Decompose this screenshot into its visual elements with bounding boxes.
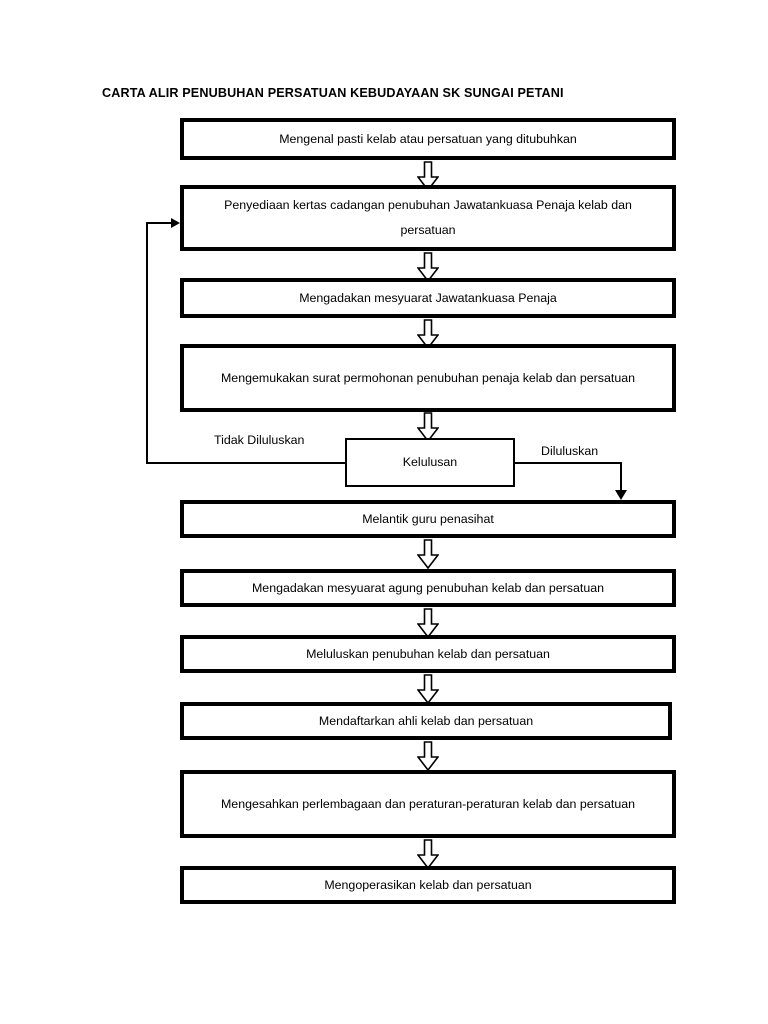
- flow-node-label: Mengoperasikan kelab dan persatuan: [324, 877, 532, 892]
- block-arrow-down-icon: [417, 608, 439, 638]
- block-arrow-down-icon: [417, 839, 439, 869]
- flow-node-operate-club[interactable]: Mengoperasikan kelab dan persatuan: [180, 866, 676, 904]
- flow-node-general-assembly[interactable]: Mengadakan mesyuarat agung penubuhan kel…: [180, 569, 676, 607]
- flow-node-approval-decision[interactable]: Kelulusan: [345, 438, 515, 487]
- flow-node-appoint-teacher-advisor[interactable]: Melantik guru penasihat: [180, 500, 676, 538]
- arrowhead-right-icon: [171, 218, 180, 228]
- page-title: CARTA ALIR PENUBUHAN PERSATUAN KEBUDAYAA…: [102, 86, 564, 100]
- edge-approved-vertical: [620, 462, 622, 493]
- flow-node-label: Kelulusan: [402, 455, 458, 469]
- flow-node-prepare-proposal-paper[interactable]: Penyediaan kertas cadangan penubuhan Jaw…: [180, 185, 676, 251]
- flow-node-ratify-constitution[interactable]: Mengesahkan perlembagaan dan peraturan-p…: [180, 770, 676, 838]
- flow-node-identify-club[interactable]: Mengenal pasti kelab atau persatuan yang…: [180, 118, 676, 160]
- flow-node-label: Mengemukakan surat permohonan penubuhan …: [220, 370, 635, 385]
- block-arrow-down-icon: [417, 741, 439, 771]
- flow-node-label: Meluluskan penubuhan kelab dan persatuan: [306, 646, 550, 661]
- branch-label-rejected: Tidak Diluluskan: [214, 433, 305, 447]
- flow-node-label: Mendaftarkan ahli kelab dan persatuan: [318, 713, 534, 728]
- flow-node-label: Mengadakan mesyuarat agung penubuhan kel…: [251, 580, 605, 595]
- flow-node-register-members[interactable]: Mendaftarkan ahli kelab dan persatuan: [180, 702, 672, 740]
- branch-label-approved: Diluluskan: [541, 444, 599, 458]
- flow-node-submit-application-letter[interactable]: Mengemukakan surat permohonan penubuhan …: [180, 344, 676, 412]
- block-arrow-down-icon: [417, 674, 439, 704]
- flow-node-label: Mengesahkan perlembagaan dan peraturan-p…: [220, 796, 635, 811]
- block-arrow-down-icon: [417, 319, 439, 349]
- block-arrow-down-icon: [417, 161, 439, 191]
- edge-rejected-horizontal: [146, 462, 345, 464]
- flow-node-label: Melantik guru penasihat: [362, 511, 494, 526]
- flow-node-label: Mengenal pasti kelab atau persatuan yang…: [279, 131, 577, 146]
- flow-node-label: Penyediaan kertas cadangan penubuhan Jaw…: [224, 198, 632, 237]
- flow-node-approve-establishment[interactable]: Meluluskan penubuhan kelab dan persatuan: [180, 635, 676, 673]
- arrowhead-down-icon: [615, 490, 627, 500]
- block-arrow-down-icon: [417, 539, 439, 569]
- edge-approved-horizontal: [515, 462, 622, 464]
- flow-node-committee-meeting[interactable]: Mengadakan mesyuarat Jawatankuasa Penaja: [180, 278, 676, 318]
- edge-rejected-vertical: [146, 222, 148, 464]
- block-arrow-down-icon: [417, 412, 439, 442]
- edge-rejected-return: [146, 222, 173, 224]
- block-arrow-down-icon: [417, 252, 439, 282]
- flow-node-label: Mengadakan mesyuarat Jawatankuasa Penaja: [299, 290, 557, 305]
